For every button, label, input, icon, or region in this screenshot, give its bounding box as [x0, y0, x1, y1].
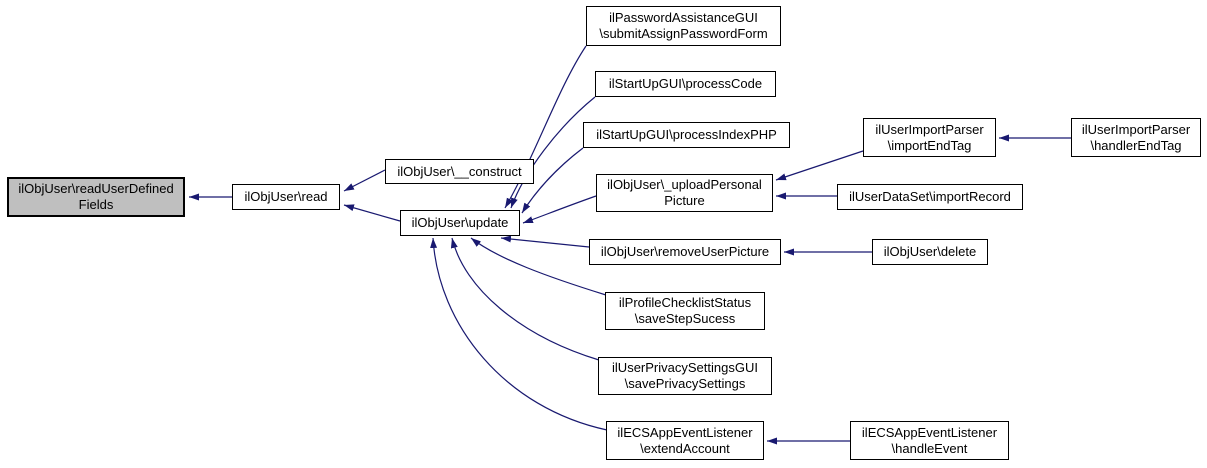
node-iluserdataset-importrecord[interactable]: ilUserDataSet\importRecord	[837, 184, 1023, 210]
node-ilecsappeventlistener-handleevent[interactable]: ilECSAppEventListener \handleEvent	[850, 421, 1009, 460]
node-iluserimportparser-handlerendtag[interactable]: ilUserImportParser \handlerEndTag	[1071, 118, 1201, 157]
node-ilobjuser-readuserdefinedfields: ilObjUser\readUserDefined Fields	[7, 177, 185, 217]
node-ilprofilecheckliststatus-savestepsucess[interactable]: ilProfileChecklistStatus \saveStepSucess	[605, 292, 765, 330]
node-ilobjuser-construct[interactable]: ilObjUser\__construct	[385, 159, 534, 184]
edge-savePrivacySettings-to-update	[450, 237, 600, 361]
edge-importEndTag-to-uploadPersonalPicture	[775, 150, 864, 181]
node-iluserprivacysettingsgui-saveprivacysettings[interactable]: ilUserPrivacySettingsGUI \savePrivacySet…	[598, 357, 772, 395]
node-ilobjuser-update[interactable]: ilObjUser\update	[400, 210, 520, 236]
node-ilecsappeventlistener-extendaccount[interactable]: ilECSAppEventListener \extendAccount	[606, 421, 764, 460]
node-ilstartupgui-processcode[interactable]: ilStartUpGUI\processCode	[595, 71, 776, 97]
node-ilobjuser-read[interactable]: ilObjUser\read	[232, 184, 340, 210]
node-ilpasswordassistancegui-submitassignpasswordform[interactable]: ilPasswordAssistanceGUI \submitAssignPas…	[586, 6, 781, 46]
edge-construct-to-read	[343, 169, 386, 192]
node-iluserimportparser-importendtag[interactable]: ilUserImportParser \importEndTag	[863, 118, 996, 157]
node-ilobjuser-uploadpersonalpicture[interactable]: ilObjUser\_uploadPersonal Picture	[596, 174, 773, 212]
node-ilobjuser-removeuserpicture[interactable]: ilObjUser\removeUserPicture	[589, 239, 781, 265]
edge-update-to-read	[343, 204, 401, 222]
edge-processCode-to-update	[510, 96, 596, 209]
edge-removeUserPicture-to-update	[500, 235, 590, 248]
node-ilstartupgui-processindexphp[interactable]: ilStartUpGUI\processIndexPHP	[583, 122, 790, 148]
edge-uploadPersonalPicture-to-update	[522, 195, 597, 224]
node-ilobjuser-delete[interactable]: ilObjUser\delete	[872, 239, 988, 265]
edge-saveStepSucess-to-update	[470, 237, 607, 296]
edge-extendAccount-to-update	[430, 237, 608, 431]
